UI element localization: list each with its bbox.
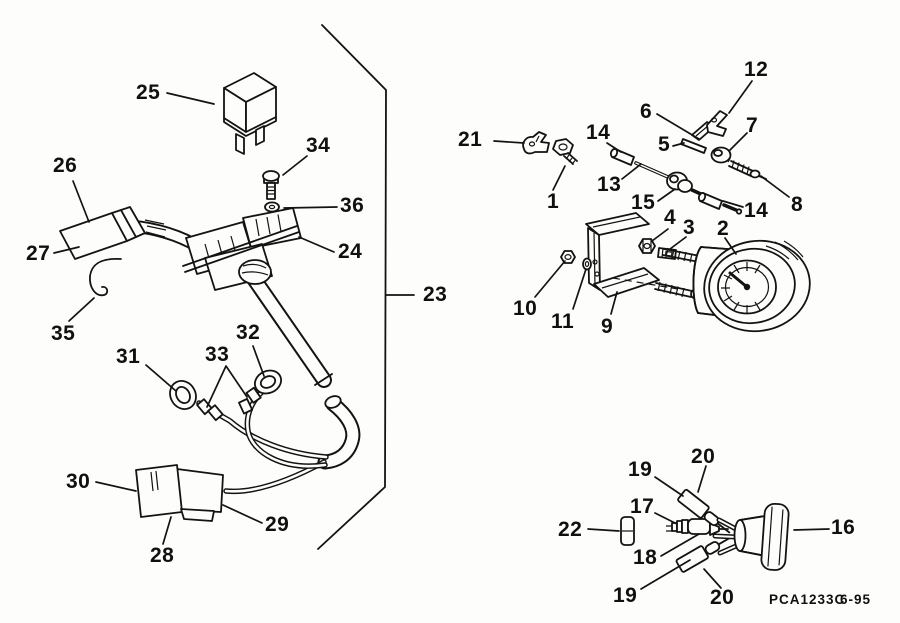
nut-4-drawing bbox=[638, 238, 656, 254]
callout-28: 28 bbox=[150, 544, 175, 567]
callout-9: 9 bbox=[601, 315, 614, 338]
callout-20-a: 20 bbox=[691, 445, 716, 468]
callout-35: 35 bbox=[51, 322, 76, 345]
callout-16: 16 bbox=[831, 516, 856, 539]
callout-18: 18 bbox=[633, 546, 658, 569]
callout-5: 5 bbox=[658, 133, 671, 156]
callout-29: 29 bbox=[265, 513, 290, 536]
callout-6: 6 bbox=[640, 100, 653, 123]
washer-11-drawing bbox=[582, 257, 592, 271]
nut-10-drawing bbox=[560, 250, 576, 264]
callout-32: 32 bbox=[236, 321, 261, 344]
callout-15: 15 bbox=[631, 191, 656, 214]
callout-26: 26 bbox=[53, 154, 78, 177]
callout-23: 23 bbox=[423, 283, 448, 306]
terminal-17-18-drawing bbox=[666, 518, 729, 536]
callout-20-b: 20 bbox=[710, 586, 735, 609]
figure-code: PCA1233C bbox=[769, 592, 846, 607]
callout-22: 22 bbox=[558, 518, 583, 541]
relay-drawing bbox=[223, 72, 277, 155]
callout-27: 27 bbox=[26, 242, 51, 265]
callout-31: 31 bbox=[116, 345, 141, 368]
harness-brace-23 bbox=[317, 24, 415, 550]
callout-11: 11 bbox=[551, 310, 575, 333]
boot-connector-26-drawing bbox=[59, 206, 167, 260]
callout-3: 3 bbox=[683, 216, 696, 239]
hardware-chain-lower bbox=[609, 148, 743, 215]
callout-19-a: 19 bbox=[628, 458, 653, 481]
screw-34-drawing bbox=[262, 170, 280, 200]
callout-36: 36 bbox=[340, 194, 365, 217]
gauge-drawing bbox=[654, 239, 811, 333]
callout-12: 12 bbox=[744, 58, 769, 81]
callout-19-b: 19 bbox=[613, 584, 638, 607]
callout-30: 30 bbox=[66, 470, 91, 493]
ring-terminals-drawing bbox=[169, 369, 282, 422]
callout-14-a: 14 bbox=[586, 121, 611, 144]
terminal-22-drawing bbox=[620, 516, 635, 546]
plug-16-drawing bbox=[712, 502, 790, 571]
washer-36-drawing bbox=[264, 201, 280, 213]
callout-25: 25 bbox=[136, 81, 161, 104]
callout-10: 10 bbox=[513, 297, 538, 320]
callout-21: 21 bbox=[458, 128, 483, 151]
callout-2: 2 bbox=[717, 217, 730, 240]
clip-21-drawing bbox=[522, 131, 550, 155]
callout-1: 1 bbox=[547, 190, 560, 213]
clip-35-drawing bbox=[89, 257, 122, 297]
callout-17: 17 bbox=[630, 495, 655, 518]
connector-24-drawing bbox=[182, 207, 302, 291]
connector-28-29-drawing bbox=[135, 464, 224, 522]
callout-24: 24 bbox=[338, 240, 363, 263]
callout-14-b: 14 bbox=[744, 199, 769, 222]
wire-harness-drawing bbox=[133, 220, 361, 495]
callout-13: 13 bbox=[597, 173, 622, 196]
leader-lines bbox=[53, 80, 830, 590]
figure-revision: 6-95 bbox=[840, 592, 872, 607]
callout-4: 4 bbox=[664, 206, 677, 229]
callout-33: 33 bbox=[205, 343, 230, 366]
callout-7: 7 bbox=[746, 114, 759, 137]
bullet-connector-bottom-drawing bbox=[675, 536, 732, 573]
gauge-bracket-drawing bbox=[585, 212, 679, 298]
screw-1-drawing bbox=[552, 138, 578, 165]
callout-34: 34 bbox=[306, 134, 331, 157]
callout-8: 8 bbox=[791, 193, 804, 216]
